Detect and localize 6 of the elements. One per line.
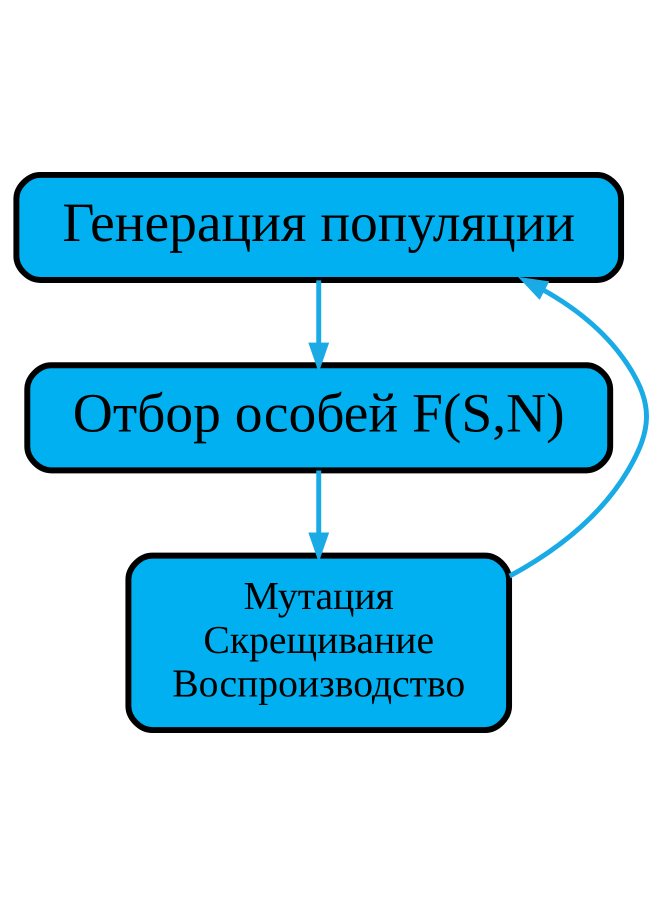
arrow: [508, 276, 649, 578]
node-box: Отбор особей F(S,N): [24, 362, 614, 474]
arrow: [308, 470, 330, 562]
node-box: Мутация Скрещивание Воспроизводство: [125, 552, 512, 734]
node-box: Генерация популяции: [13, 172, 624, 283]
arrow: [308, 280, 330, 372]
